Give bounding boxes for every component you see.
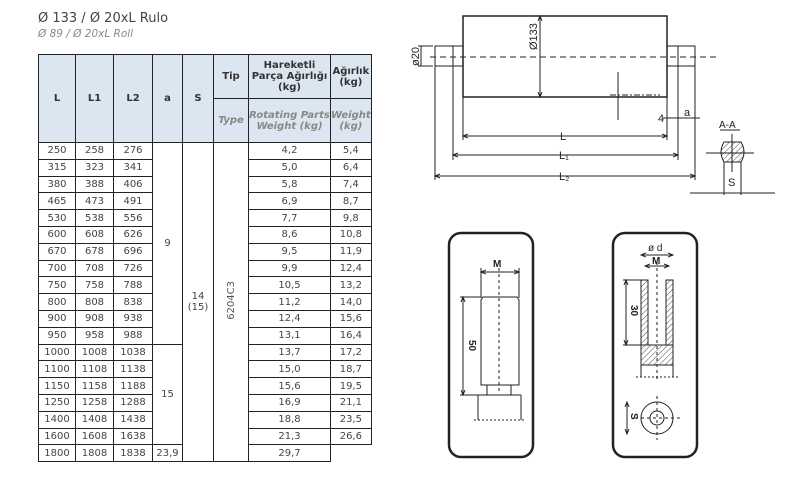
header-a: a xyxy=(152,54,183,143)
header-L1: L1 xyxy=(75,54,114,143)
left-shaft-detail xyxy=(447,231,535,459)
roller-side-view xyxy=(418,16,775,195)
cell-weight: 26,6 xyxy=(330,427,372,446)
L1-label: L₁ xyxy=(559,150,569,162)
cell-a: 15 xyxy=(152,343,183,446)
cell-L2: 1138 xyxy=(113,360,153,379)
right-shaft-detail xyxy=(611,231,699,459)
cell-a: 9 xyxy=(152,142,183,345)
cell-rotating-weight: 23,9 xyxy=(152,444,183,463)
page-title: Ø 133 / Ø 20xL Rulo xyxy=(38,11,169,26)
header-L2: L2 xyxy=(113,54,153,143)
right-d-label: ø d xyxy=(648,243,662,254)
section-S-label: S xyxy=(728,177,735,189)
header-weight: Ağırlık (kg) xyxy=(330,54,372,99)
cell-weight: 29,7 xyxy=(248,444,331,463)
roller-diameter-label: Ø133 xyxy=(528,23,540,50)
shaft-diameter-label: ø20 xyxy=(410,47,422,66)
right-S-label: S xyxy=(628,413,639,420)
cell-rotating-weight: 5,8 xyxy=(248,175,331,194)
page-subtitle: Ø 89 / Ø 20xL Roll xyxy=(38,28,134,40)
header-L: L xyxy=(38,54,76,143)
right-M-label: M xyxy=(652,256,660,267)
section-a-a xyxy=(690,129,775,195)
L-label: L xyxy=(560,131,566,143)
dim-a-label: a xyxy=(684,107,691,119)
header-tip: Tip xyxy=(213,54,249,99)
right-length-label: 30 xyxy=(628,305,639,317)
header-rotating-weight: Hareketli Parça Ağırlığı (kg) xyxy=(248,54,331,99)
L2-label: L₂ xyxy=(559,171,569,183)
dim-4-label: 4 xyxy=(658,113,664,125)
section-label: A-A xyxy=(719,120,736,131)
header-weight-en: Weight (kg) xyxy=(330,98,372,143)
roller-spec-table: L L1 L2 a S Tip Hareketli Parça Ağırlığı… xyxy=(38,54,372,463)
left-M-label: M xyxy=(493,259,501,270)
header-type-en: Type xyxy=(213,98,249,143)
left-length-label: 50 xyxy=(466,340,477,352)
cell-L2: 1838 xyxy=(113,444,153,463)
header-rotating-weight-en: Rotating Parts Weight (kg) xyxy=(248,98,331,143)
